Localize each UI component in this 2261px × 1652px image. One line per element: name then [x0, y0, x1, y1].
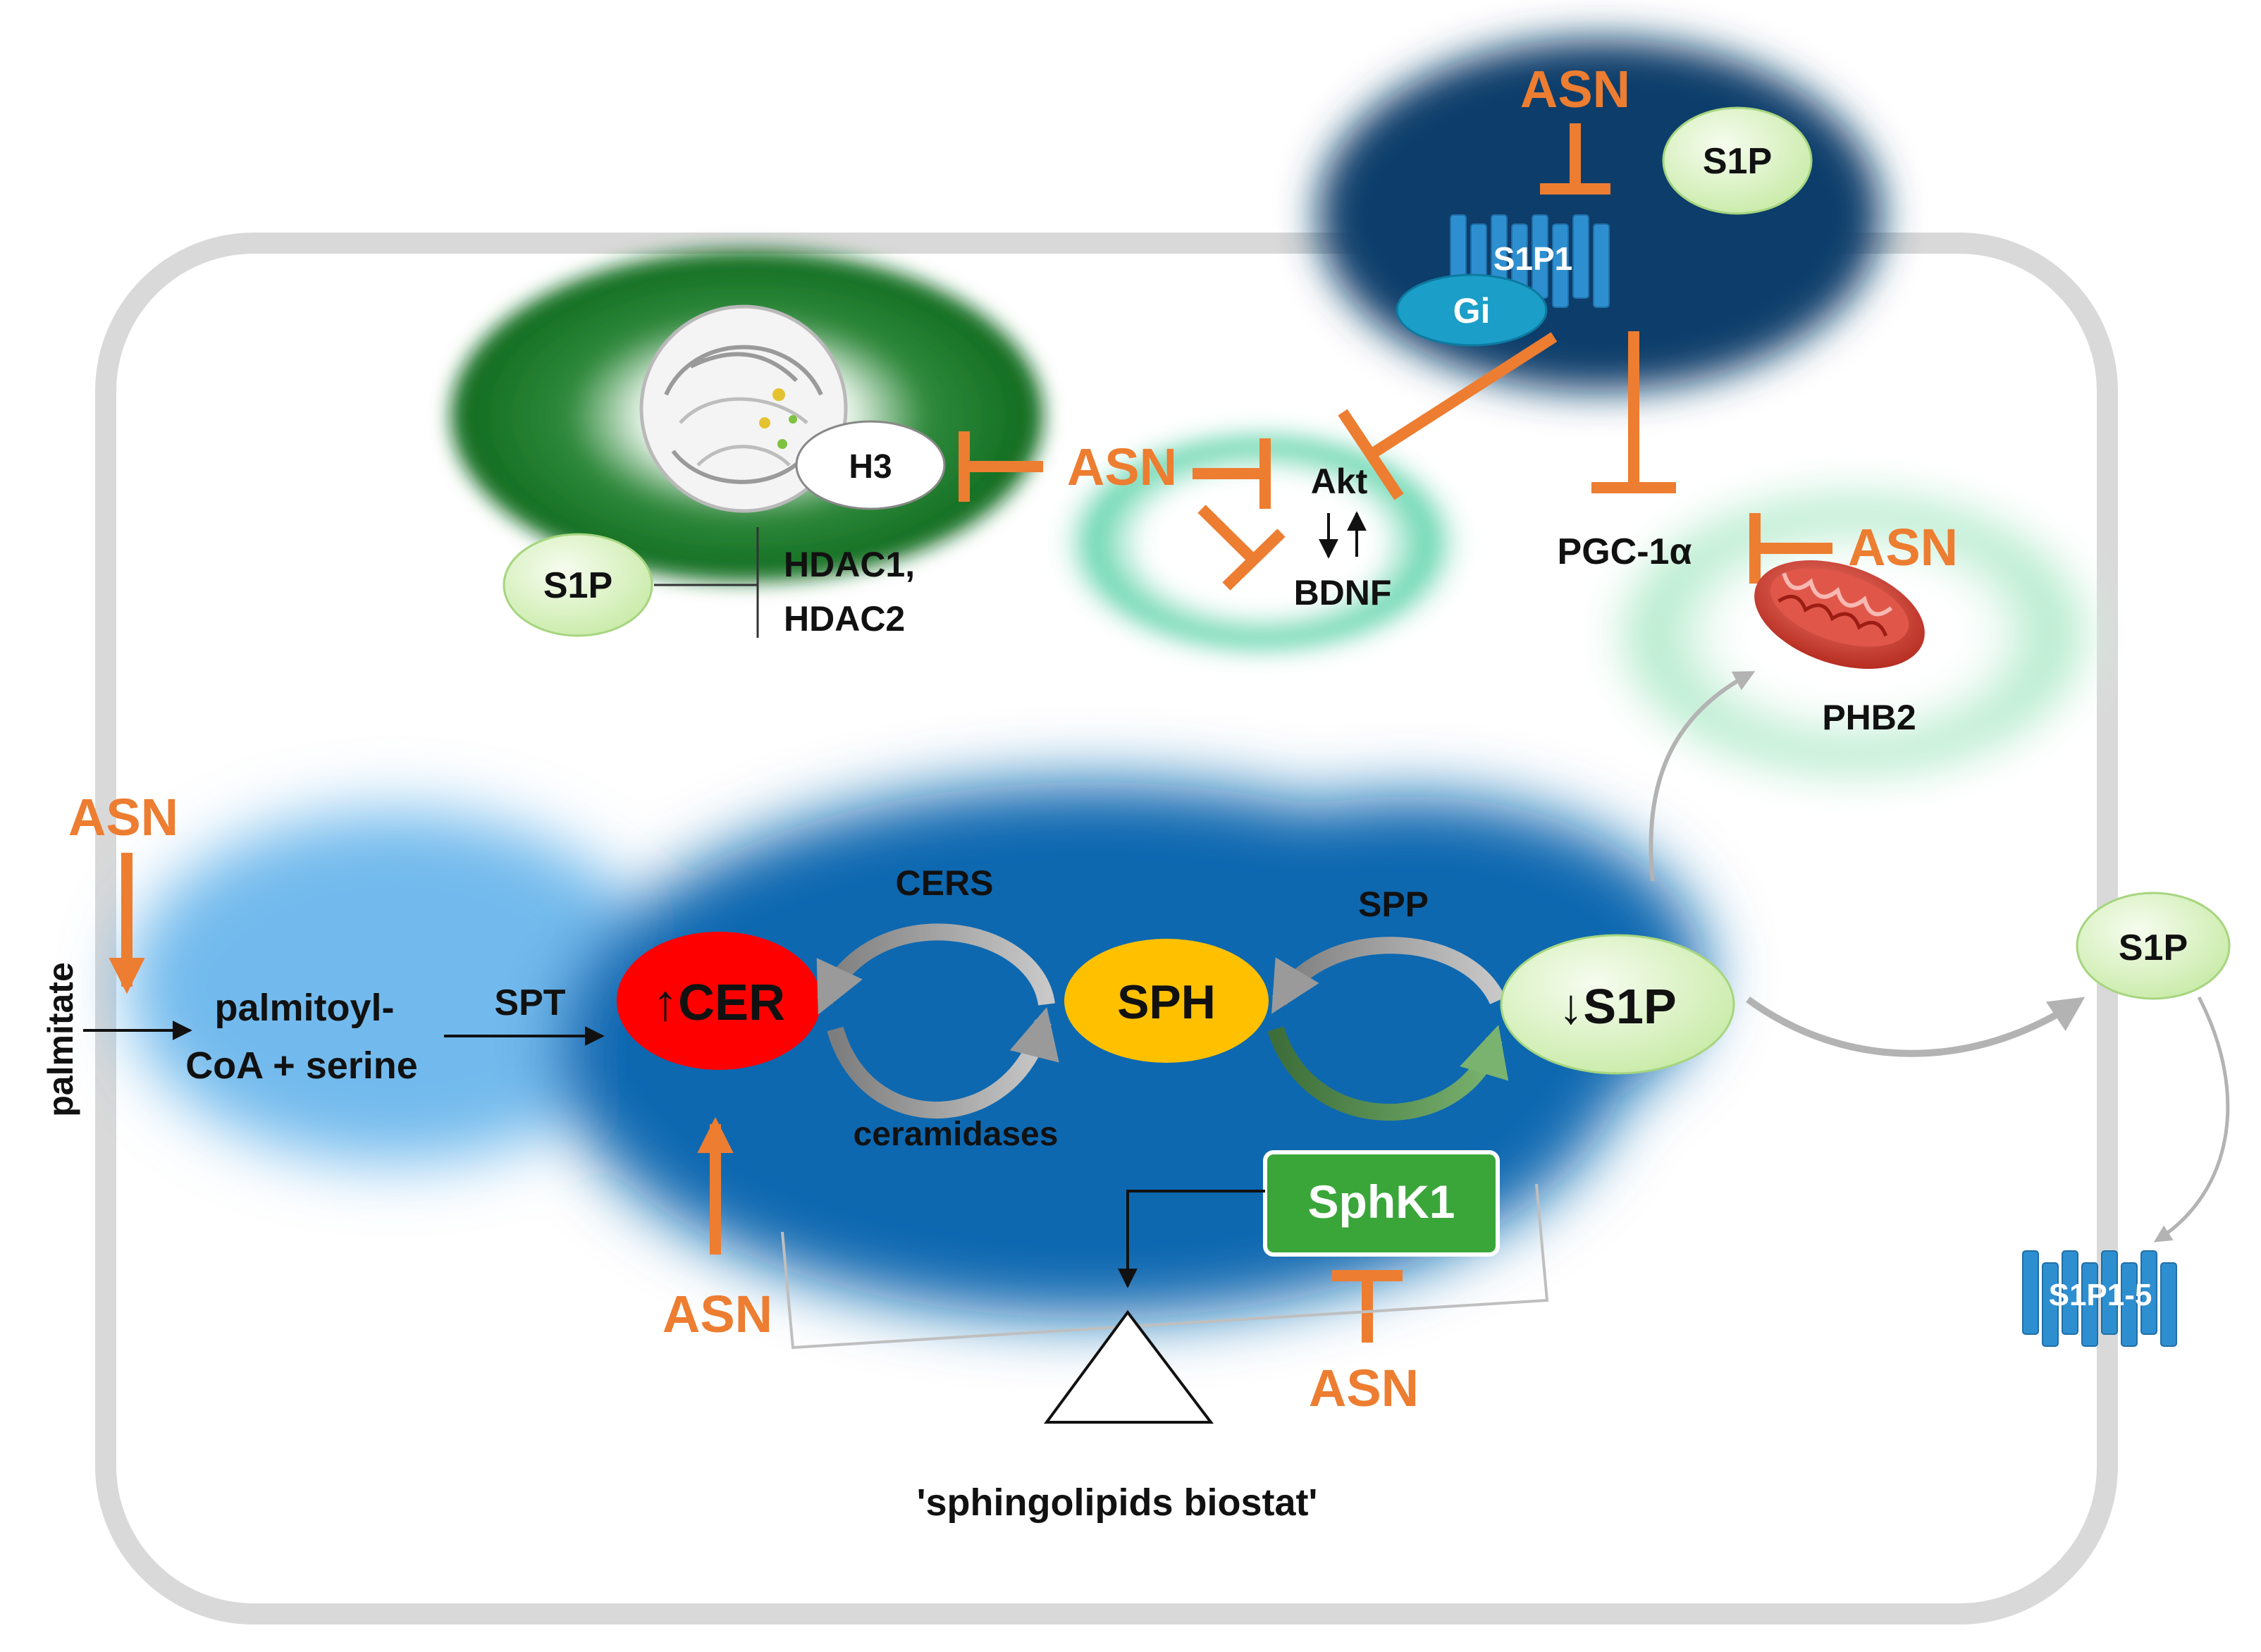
mitochondrion-icon [1754, 560, 1925, 669]
asn-pgc1a-label: ASN [1848, 518, 1958, 577]
s1p-nuclear-label: S1P [543, 565, 612, 606]
h3-histone [795, 420, 946, 510]
gi-protein [1396, 273, 1548, 347]
s1p1-label: S1P1 [1493, 240, 1573, 277]
spp-arc [1271, 937, 1505, 1014]
palmitoyl-label-line1: palmitoyl- [214, 987, 394, 1029]
asn-h3-label: ASN [1067, 438, 1177, 496]
s1p-export-arrow [1746, 996, 2086, 1057]
asn-receptor-inhibition [1540, 123, 1610, 195]
akt-bdnf-ring [1050, 419, 1473, 666]
s1p-hdac-inhibition [654, 527, 759, 638]
asn-palmitate-label: ASN [68, 788, 178, 846]
gi-label: Gi [1453, 291, 1491, 331]
hdac2-label: HDAC2 [784, 599, 905, 639]
asn-h3-inhibition [959, 431, 1043, 502]
pgc1a-label: PGC-1α [1558, 531, 1692, 572]
sph-node [1064, 939, 1269, 1063]
sph-label: SPH [1117, 975, 1216, 1029]
cer-node [617, 932, 821, 1070]
akt-bdnf-arrows [1319, 511, 1367, 559]
palmitate-label: palmitate [41, 962, 80, 1117]
s1p-extracellular [1662, 106, 1813, 215]
s1p1-5-label: S1P1-5 [2049, 1278, 2152, 1312]
asn-cer-label: ASN [663, 1285, 772, 1343]
ceramidases-arc [827, 1007, 1059, 1118]
sphk1-box [1263, 1150, 1500, 1257]
asn-bdnf-inhibition [1197, 505, 1286, 591]
asn-pgc1a-inhibition [1749, 513, 1832, 584]
s1p1-pgc1a-inhibition [1591, 331, 1676, 493]
s1p-to-receptors-arrow [2153, 996, 2230, 1243]
asn-receptor-label: ASN [1520, 60, 1630, 118]
s1p-down-node [1500, 934, 1735, 1075]
s1p-down-label: ↓S1P [1558, 979, 1676, 1034]
bdnf-label: BDNF [1294, 573, 1392, 612]
sphk1-to-biostat-arrow [1118, 1190, 1265, 1288]
asn-sphk1-label: ASN [1309, 1359, 1419, 1417]
phb2-label: PHB2 [1822, 698, 1916, 737]
akt-label: Akt [1311, 462, 1368, 501]
cer-label: ↑CER [653, 975, 785, 1031]
cers-arc [816, 923, 1055, 1015]
sphk1-label: SphK1 [1307, 1176, 1455, 1228]
spp-label: SPP [1358, 884, 1429, 924]
biostat-fulcrum [1044, 1309, 1214, 1424]
palmitoyl-label-line2: CoA + serine [185, 1044, 418, 1087]
asn-akt-inhibition [1193, 438, 1271, 509]
s1p-to-phb2-arrow [1649, 671, 1756, 882]
biostat-balance-beam [781, 1183, 1549, 1350]
s1p1-akt-inhibition [1338, 332, 1558, 500]
chromatin-icon [639, 304, 848, 513]
h3-label: H3 [849, 448, 892, 486]
cers-label: CERS [896, 863, 994, 903]
s1p-exported [2076, 892, 2231, 1000]
s1p-extracellular-label: S1P [1703, 141, 1772, 182]
ceramidases-label: ceramidases [854, 1116, 1059, 1153]
sphk-arc [1267, 1025, 1509, 1121]
hdac1-label: HDAC1, [784, 545, 915, 584]
spt-label: SPT [494, 982, 565, 1023]
asn-sphk1-inhibition [1332, 1270, 1403, 1343]
s1p-nuclear [503, 533, 653, 637]
s1p-exported-label: S1P [2119, 927, 2188, 968]
biostat-label: 'sphingolipids biostat' [917, 1481, 1318, 1524]
